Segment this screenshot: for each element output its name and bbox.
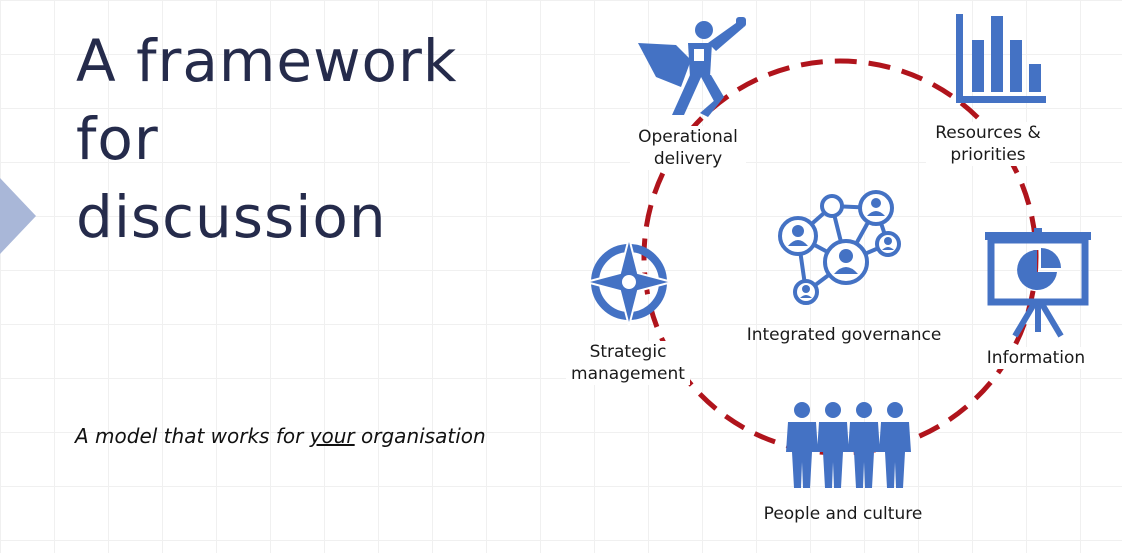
slide-title: A framework for discussion <box>76 22 516 256</box>
arrow-tab-shape <box>0 178 36 254</box>
label-resources-priorities: Resources & priorities <box>926 122 1050 166</box>
title-line-1: A framework <box>76 27 458 95</box>
slide-subtitle: A model that works for your organisation <box>75 424 486 448</box>
bar-chart-icon <box>950 14 1050 106</box>
information-line-1: Information <box>986 348 1086 368</box>
title-line-2: for <box>76 105 159 173</box>
network-icon <box>776 188 906 306</box>
operational-line-1: Operational <box>638 127 738 147</box>
people-icon <box>786 402 912 488</box>
subtitle-post: organisation <box>354 424 486 448</box>
resources-line-2: priorities <box>950 145 1026 165</box>
label-information: Information <box>976 347 1096 369</box>
strategic-line-2: management <box>571 364 685 384</box>
label-integrated-governance: Integrated governance <box>744 324 944 346</box>
people-line-1: People and culture <box>763 504 923 524</box>
subtitle-emphasis: your <box>309 424 355 448</box>
superhero-icon <box>636 15 756 120</box>
strategic-line-1: Strategic <box>589 342 667 362</box>
label-people-culture: People and culture <box>748 503 938 525</box>
compass-icon <box>584 236 674 328</box>
governance-line-1: Integrated governance <box>746 325 942 345</box>
resources-line-1: Resources & <box>935 123 1041 143</box>
title-line-3: discussion <box>76 183 387 251</box>
label-strategic-management: Strategic management <box>566 341 690 385</box>
label-operational-delivery: Operational delivery <box>630 126 746 170</box>
subtitle-pre: A model that works for <box>75 424 310 448</box>
operational-line-2: delivery <box>653 149 723 169</box>
presentation-icon <box>985 228 1091 340</box>
